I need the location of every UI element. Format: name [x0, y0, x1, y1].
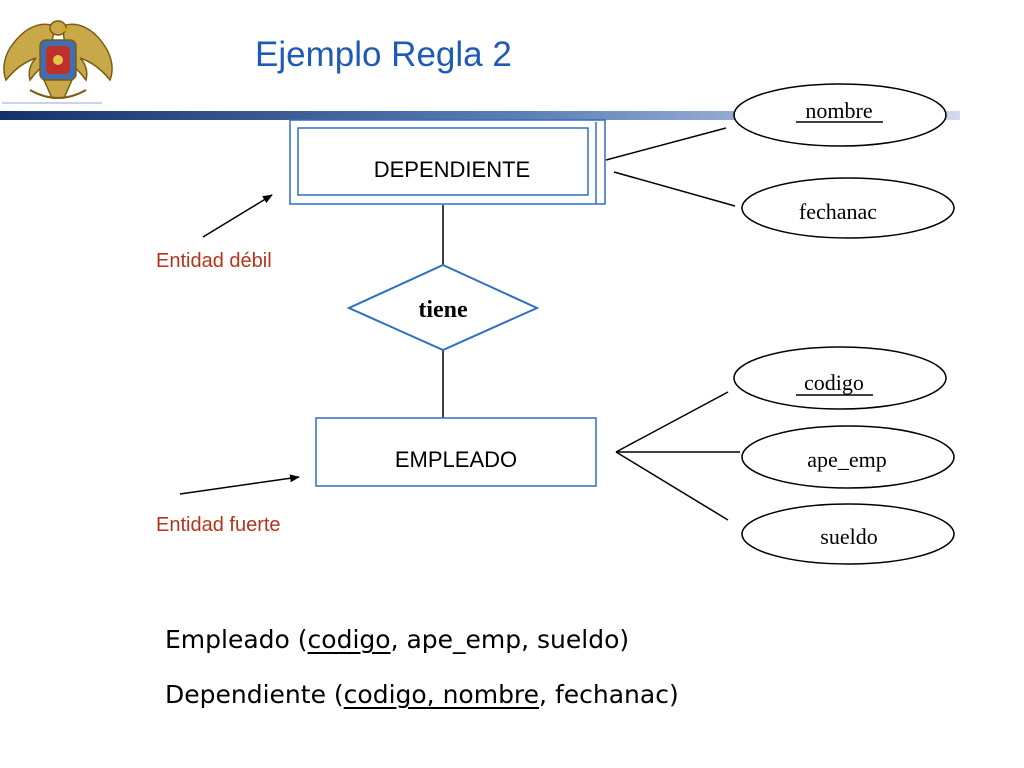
attribute-nombre-label: nombre — [805, 98, 872, 123]
header-bar — [0, 111, 960, 120]
strong-entity-annotation: Entidad fuerte — [156, 514, 281, 536]
attr-line-nombre — [605, 127, 727, 161]
attribute-nombre: nombre — [733, 83, 947, 147]
relation-primary-key: codigo, nombre — [343, 680, 540, 709]
attr-line-fechanac — [613, 171, 736, 207]
strong-annotation-arrow — [179, 474, 300, 495]
relation-suffix: , ape_emp, sueldo) — [390, 625, 630, 654]
slide-title: Ejemplo Regla 2 — [255, 35, 512, 74]
attribute-fechanac-label: fechanac — [799, 199, 877, 224]
connector-lines — [442, 127, 740, 521]
weak-entity-label: DEPENDIENTE — [374, 157, 530, 182]
relation-dependiente: Dependiente (codigo, nombre, fechanac) — [165, 680, 679, 709]
relation-empleado: Empleado (codigo, ape_emp, sueldo) — [165, 625, 629, 654]
attribute-ape-emp-label: ape_emp — [807, 447, 886, 472]
attribute-sueldo-label: sueldo — [820, 524, 877, 549]
relationship-tiene: tiene — [346, 263, 540, 352]
attr-line-sueldo — [615, 451, 729, 521]
attribute-codigo: codigo — [733, 346, 947, 410]
strong-entity-label: EMPLEADO — [395, 447, 517, 472]
relation-primary-key: codigo — [307, 625, 391, 654]
attribute-codigo-label: codigo — [804, 370, 864, 395]
attribute-ape-emp: ape_emp — [741, 425, 955, 489]
relation-prefix: Dependiente ( — [165, 680, 344, 709]
attribute-fechanac: fechanac — [741, 177, 955, 239]
weak-entity-annotation: Entidad débil — [156, 250, 272, 272]
weak-annotation-arrow — [202, 194, 273, 238]
attr-line-codigo — [615, 391, 729, 453]
relation-suffix: , fechanac) — [539, 680, 679, 709]
weak-entity-dependiente: DEPENDIENTE — [289, 119, 606, 205]
relation-prefix: Empleado ( — [165, 625, 308, 654]
strong-entity-empleado: EMPLEADO — [315, 417, 597, 487]
university-eagle-crest-icon — [3, 20, 113, 99]
attribute-sueldo: sueldo — [741, 503, 955, 565]
relationship-label: tiene — [418, 297, 468, 323]
